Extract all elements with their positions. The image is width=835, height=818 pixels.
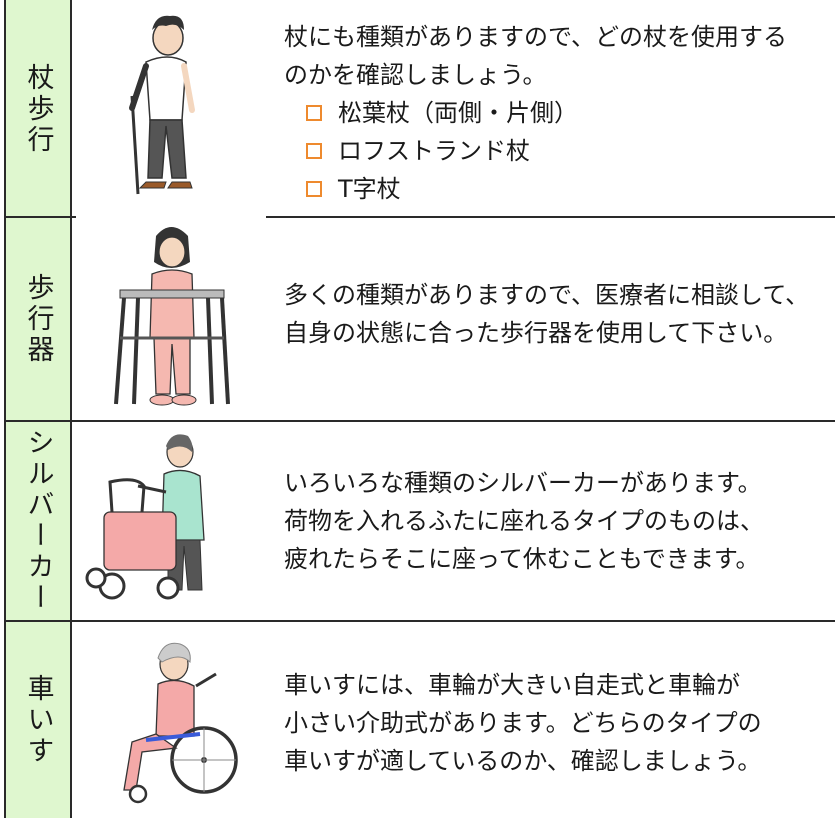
option-label: T字杖 <box>338 175 401 203</box>
checklist-item-t-cane[interactable]: T字杖 <box>306 170 835 208</box>
label-wheelchair: 車いす <box>22 673 54 767</box>
cane-line-1: 杖にも種類がありますので、どの杖を使用する <box>284 23 788 51</box>
label-silver-car: シルバーカー <box>22 428 54 614</box>
row-divider <box>4 420 835 422</box>
row-divider <box>4 620 835 622</box>
row-silver-car: シルバーカー いろいろな種類のシルバーカーがあります。 荷物を入れるふたに座れる… <box>4 422 835 620</box>
text-cell-cane: 杖にも種類がありますので、どの杖を使用する のかを確認しましょう。 松葉杖（両側… <box>284 0 835 218</box>
silver-car-line-2: 荷物を入れるふたに座れるタイプのものは、 <box>284 507 764 535</box>
row-cane: 杖歩行 杖にも種類がありますので、どの杖を使用する のかを確認しましょう。 <box>4 0 835 218</box>
label-cell-wheelchair: 車いす <box>4 622 72 818</box>
row-walker: 歩行器 多くの種類がありますので、医療者に相談して、 自身の状態に合った歩行器を… <box>4 218 835 421</box>
checkbox-icon[interactable] <box>306 105 322 121</box>
option-label: 松葉杖（両側・片側） <box>338 99 578 127</box>
label-cell-walker: 歩行器 <box>4 218 72 421</box>
wheelchair-user-illustration <box>76 622 266 818</box>
row-wheelchair: 車いす 車いすには、車輪が大きい自走式と車輪が 小さい介助式があります。どちらの… <box>4 622 835 818</box>
wheelchair-line-2: 小さい介助式があります。どちらのタイプの <box>284 709 762 737</box>
row-divider <box>266 216 835 218</box>
checklist-item-lofstrand[interactable]: ロフストランド杖 <box>306 132 835 170</box>
row-divider <box>4 216 76 218</box>
cane-line-2: のかを確認しましょう。 <box>284 61 547 89</box>
label-walker: 歩行器 <box>22 273 54 366</box>
silver-car-line-1: いろいろな種類のシルバーカーがあります。 <box>284 469 762 497</box>
text-cell-silver-car: いろいろな種類のシルバーカーがあります。 荷物を入れるふたに座れるタイプのものは… <box>284 422 835 620</box>
wheelchair-line-1: 車いすには、車輪が大きい自走式と車輪が <box>284 671 740 699</box>
silver-car-line-3: 疲れたらそこに座って休むこともできます。 <box>284 545 760 573</box>
walker-user-illustration <box>76 218 266 421</box>
cane-type-checklist: 松葉杖（両側・片側） ロフストランド杖 T字杖 <box>284 94 835 208</box>
checkbox-icon[interactable] <box>306 181 322 197</box>
walker-line-2: 自身の状態に合った歩行器を使用して下さい。 <box>284 319 788 347</box>
label-cell-cane: 杖歩行 <box>4 0 72 218</box>
mobility-aids-table: 杖歩行 杖にも種類がありますので、どの杖を使用する のかを確認しましょう。 <box>4 0 835 818</box>
checkbox-icon[interactable] <box>306 143 322 159</box>
crutch-walker-illustration <box>76 0 266 218</box>
text-cell-wheelchair: 車いすには、車輪が大きい自走式と車輪が 小さい介助式があります。どちらのタイプの… <box>284 622 835 818</box>
text-cell-walker: 多くの種類がありますので、医療者に相談して、 自身の状態に合った歩行器を使用して… <box>284 218 835 421</box>
label-cell-silver-car: シルバーカー <box>4 422 72 620</box>
label-cane: 杖歩行 <box>22 62 54 156</box>
checklist-item-crutch[interactable]: 松葉杖（両側・片側） <box>306 94 835 132</box>
silver-car-user-illustration <box>76 422 266 620</box>
wheelchair-line-3: 車いすが適しているのか、確認しましょう。 <box>284 747 762 775</box>
walker-line-1: 多くの種類がありますので、医療者に相談して、 <box>284 281 810 309</box>
option-label: ロフストランド杖 <box>338 137 530 165</box>
